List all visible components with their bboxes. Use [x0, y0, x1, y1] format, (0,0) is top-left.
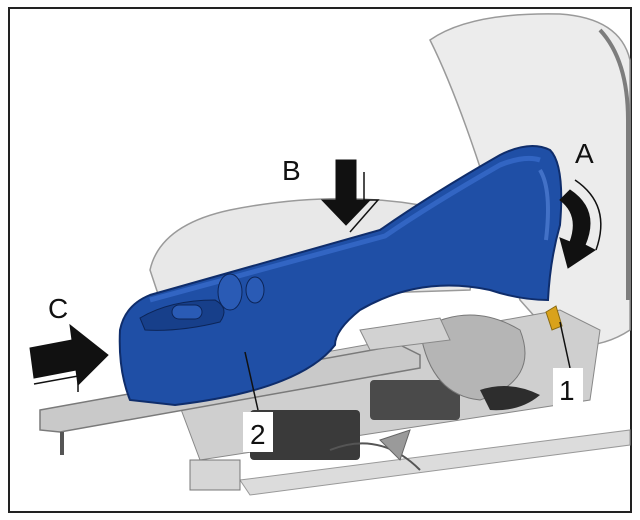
wiring [329, 442, 421, 471]
push-down-arrow-icon [320, 159, 380, 233]
floor-rail [239, 429, 631, 496]
hinge-bracket [359, 317, 451, 351]
backrest-edge [598, 28, 630, 300]
lumbar-switch [245, 276, 265, 304]
trim-edge-highlight [538, 168, 550, 241]
backrest-switch [217, 273, 243, 311]
fastening-screw [545, 305, 563, 331]
trim-highlight [149, 155, 541, 303]
motor-unit [250, 410, 360, 460]
dark-bracket [480, 386, 540, 411]
connector [189, 459, 241, 491]
callout-b: B [282, 155, 301, 186]
callout-a: A [575, 138, 594, 169]
callout-box-1 [553, 368, 583, 408]
leader-line-2 [244, 351, 259, 411]
callout-box-2 [243, 412, 273, 452]
clip [379, 429, 411, 461]
callout-c: C [48, 293, 68, 324]
seat-adjust-switch [171, 304, 203, 320]
push-right-arrow-icon [29, 323, 109, 392]
curved-rotate-arrow-icon [559, 179, 602, 269]
side-trim-panel [118, 145, 563, 407]
seat-control-switches [139, 273, 265, 331]
leader-line-1 [559, 321, 571, 369]
gear-unit [370, 380, 460, 420]
callout-part-1: 1 [559, 375, 575, 406]
callout-part-2: 2 [250, 419, 266, 450]
